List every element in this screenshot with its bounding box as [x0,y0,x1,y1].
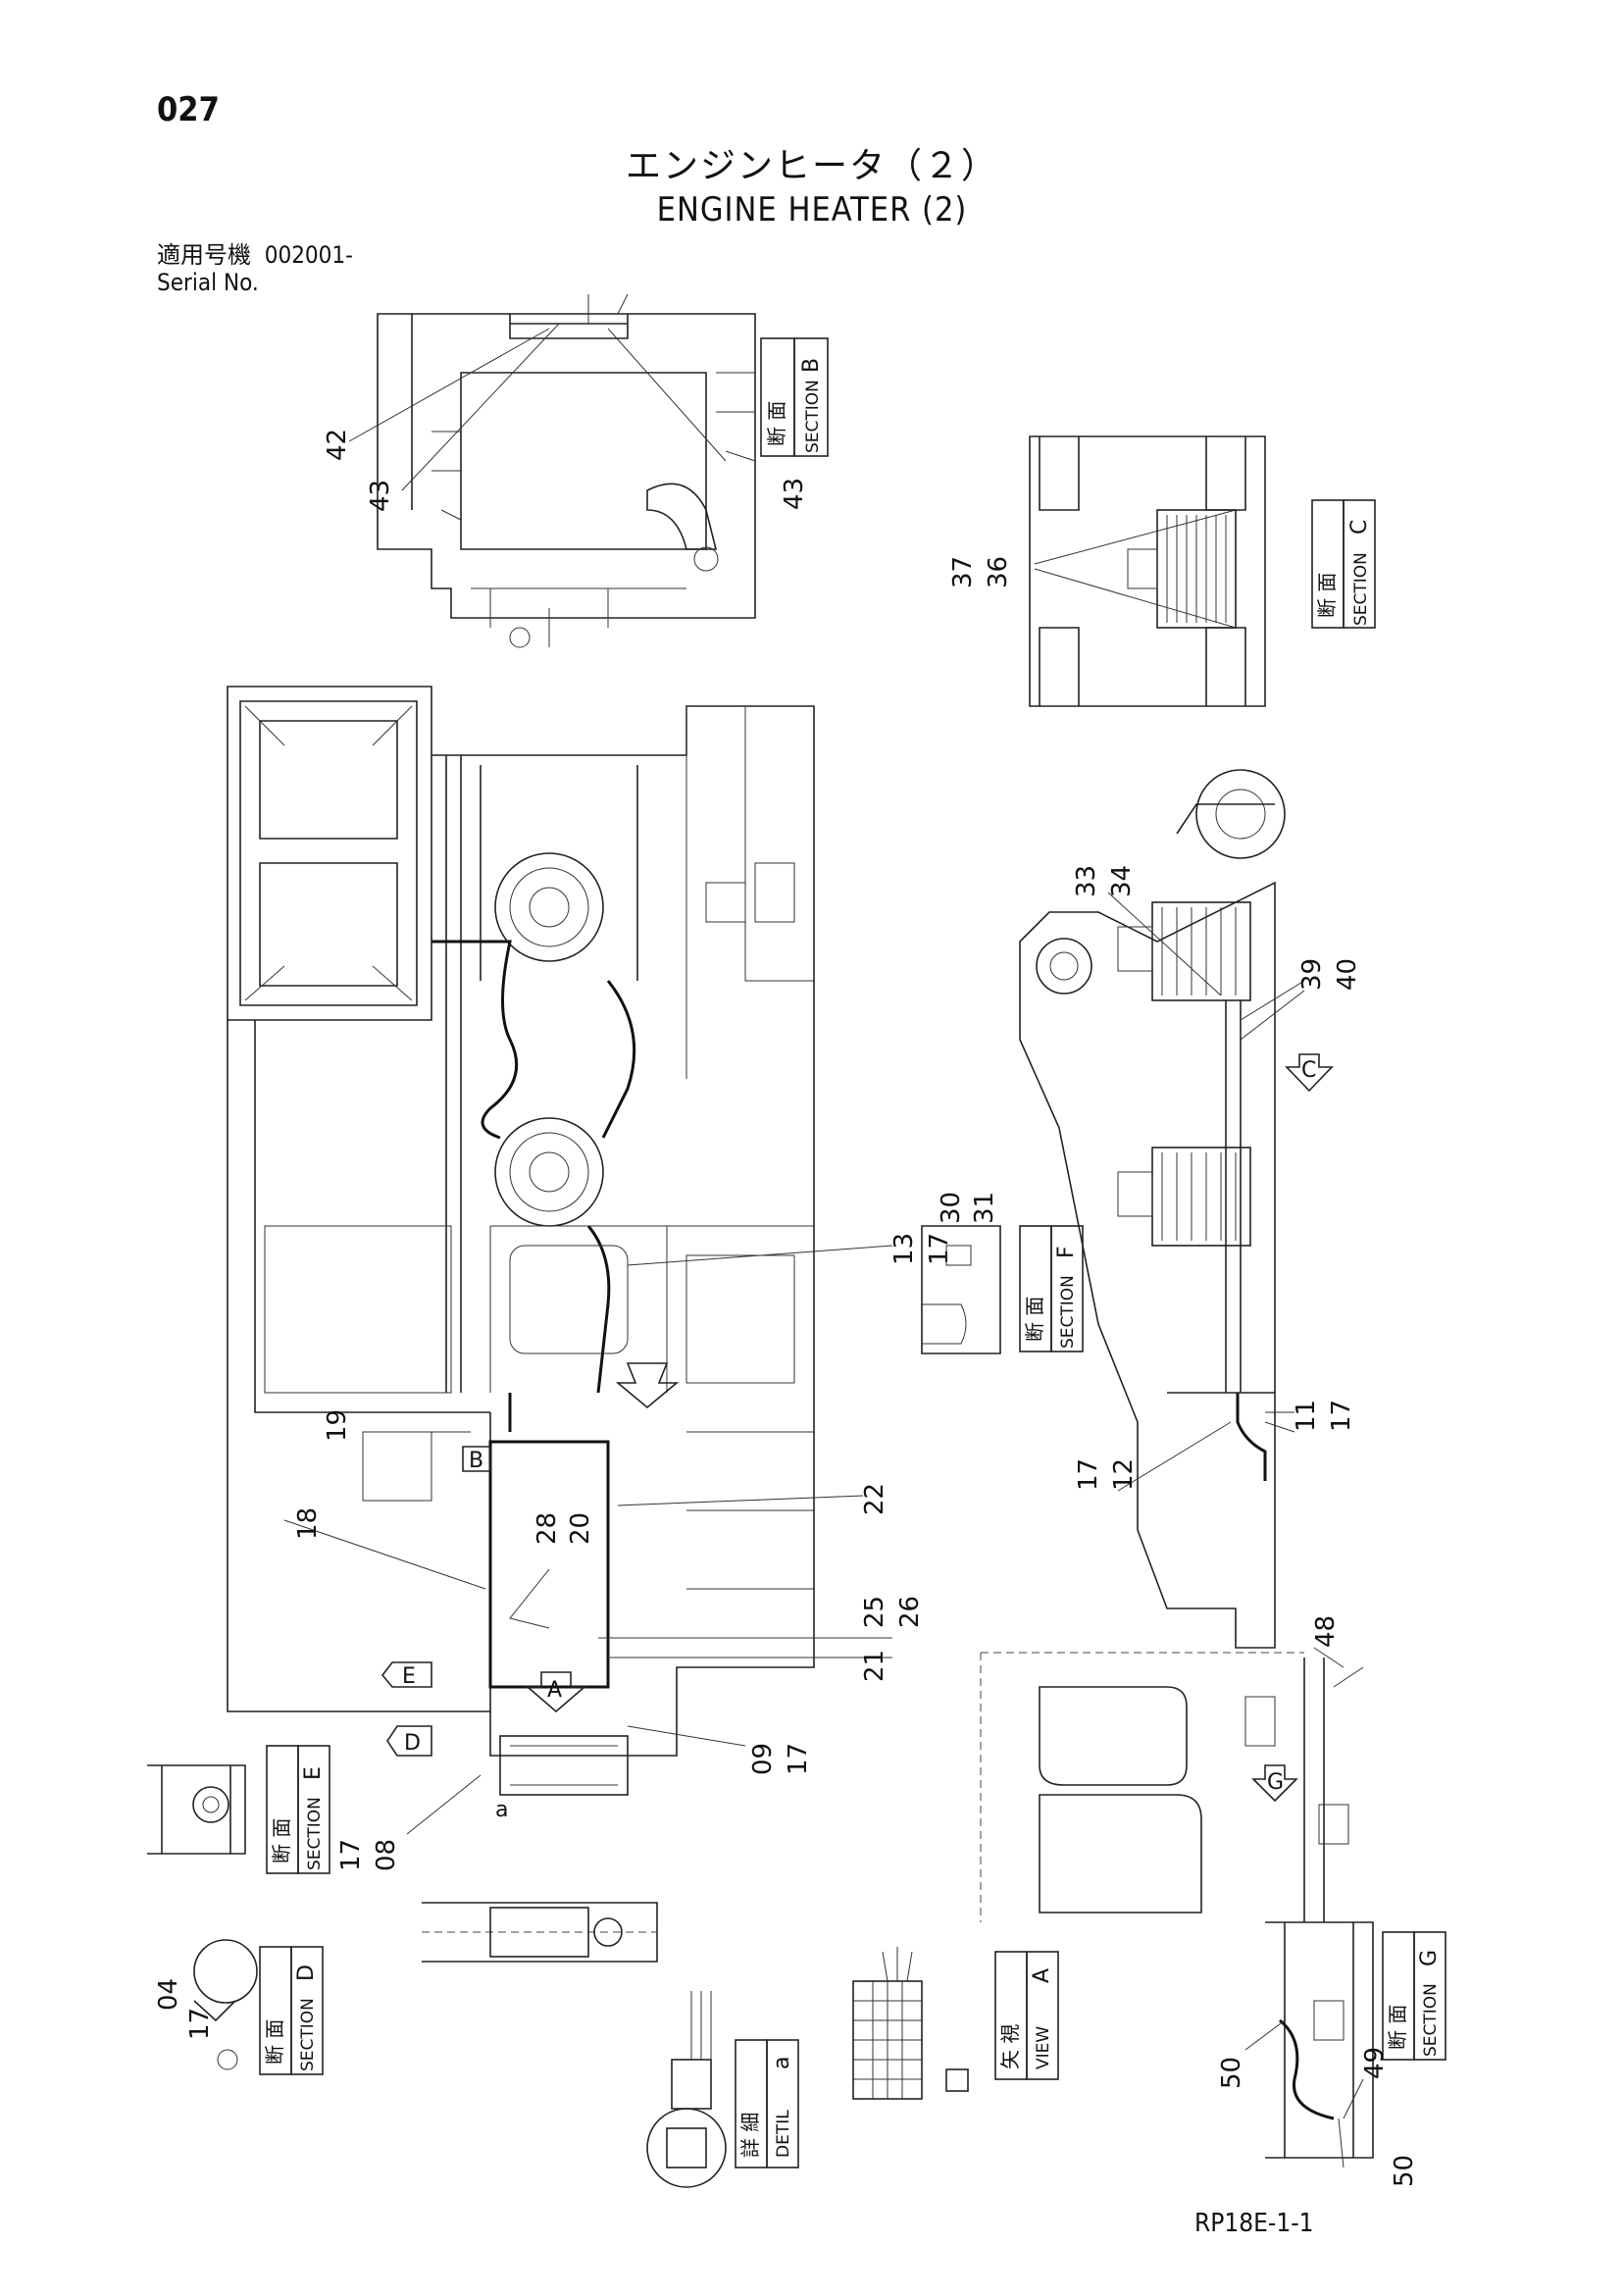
section-b-letter: B [799,358,824,373]
section-g-jp: 断 面 [1386,2005,1409,2050]
main-plan-view: A E D B a [227,686,893,1835]
callout-13: 13 [889,1233,919,1265]
section-g-frame-view: G 48 [980,1615,1364,1922]
view-arrow-a: A [547,1678,562,1703]
section-g-en: SECTION [1421,1983,1441,2057]
section-e-view: 断 面 SECTION E [147,1745,330,1874]
section-d-en: SECTION [298,1998,318,2071]
section-g-view: 断 面 SECTION G 50 49 50 [1217,1921,1446,2187]
section-c-letter: C [1347,520,1372,535]
callout-22: 22 [860,1483,889,1515]
callout-39: 39 [1297,958,1327,991]
callout-28: 28 [533,1512,562,1545]
callout-20: 20 [566,1512,595,1545]
view-a-jp: 矢 視 [998,2024,1022,2069]
arrow-label-c: C [1301,1058,1316,1083]
serial-value: 002001- [264,241,353,269]
page-number: 027 [157,90,220,129]
detail-marker-a: a [495,1798,508,1822]
callout-17-12: 17 [1074,1458,1103,1491]
serial-label-en: Serial No. [157,269,259,296]
section-f-letter: F [1054,1246,1079,1258]
section-c-view: 断 面 SECTION C 37 36 [948,435,1376,707]
detail-a-jp: 詳 細 [738,2113,762,2158]
arrow-label-e: E [402,1664,416,1689]
callout-11: 11 [1292,1400,1321,1432]
detail-a-view: 詳 細 DETIL a [646,1991,799,2188]
section-c-jp: 断 面 [1315,573,1339,618]
arrow-label-b: B [469,1449,483,1473]
callout-36: 36 [984,556,1013,588]
serial-number-block: 適用号機 002001- Serial No. [157,241,353,296]
section-f-view: 断 面 SECTION F 30 31 [921,1192,1084,1354]
arrow-label-d: D [404,1731,421,1756]
callout-50-left: 50 [1217,2057,1246,2089]
section-f-jp: 断 面 [1023,1297,1046,1342]
callout-25: 25 [860,1596,889,1628]
detail-engine-view [422,1902,658,1963]
section-e-letter: E [301,1766,326,1780]
callout-09: 09 [748,1743,778,1775]
view-a-connector: 矢 視 VIEW A [852,1947,1059,2100]
section-d-letter: D [294,1964,319,1981]
section-f-en: SECTION [1058,1275,1078,1349]
callout-40: 40 [1333,958,1362,991]
callout-37: 37 [948,556,978,588]
callout-43-left: 43 [366,480,395,512]
section-b-en: SECTION [803,380,823,453]
callout-48: 48 [1311,1615,1341,1648]
callout-18: 18 [293,1507,323,1540]
section-b-jp: 断 面 [765,401,788,446]
side-view: C [1019,769,1334,1649]
title-japanese: エンジンヒータ（２） [625,146,998,186]
section-b-view: 断 面 SECTION B 42 43 43 [323,293,829,648]
view-a-letter: A [1030,1968,1054,1983]
callout-49: 49 [1360,2047,1390,2079]
callout-21: 21 [860,1650,889,1682]
section-e-jp: 断 面 [270,1818,293,1863]
callout-08: 08 [372,1839,401,1871]
callout-50-bottom: 50 [1390,2155,1419,2187]
serial-label-jp: 適用号機 [157,241,251,269]
callout-12: 12 [1109,1458,1139,1491]
detail-a-en: DETIL [774,2110,793,2158]
drawing-code: RP18E-1-1 [1194,2209,1314,2238]
callout-17-04: 17 [185,2008,215,2040]
callout-43-right: 43 [780,478,809,510]
section-d-jp: 断 面 [263,2019,286,2065]
callout-04: 04 [154,1978,183,2011]
view-a-en: VIEW [1034,2026,1053,2069]
callout-30: 30 [937,1192,966,1224]
section-d-view: 断 面 SECTION D 04 17 [154,1939,324,2075]
callout-19: 19 [323,1409,352,1442]
section-c-en: SECTION [1351,552,1371,626]
callout-17-09: 17 [784,1743,813,1775]
callout-42: 42 [323,429,352,461]
callout-17-08: 17 [336,1839,366,1871]
callout-34: 34 [1107,865,1137,897]
callout-17-pipe: 17 [925,1233,954,1265]
detail-a-letter: a [770,2057,794,2069]
section-g-letter: G [1417,1950,1442,1966]
title-english: ENGINE HEATER (2) [656,190,968,230]
callout-33: 33 [1072,865,1101,897]
section-e-en: SECTION [305,1797,325,1870]
callout-31: 31 [970,1192,999,1224]
arrow-label-g: G [1267,1770,1284,1795]
callout-26: 26 [895,1596,925,1628]
callout-17-11: 17 [1327,1400,1356,1432]
